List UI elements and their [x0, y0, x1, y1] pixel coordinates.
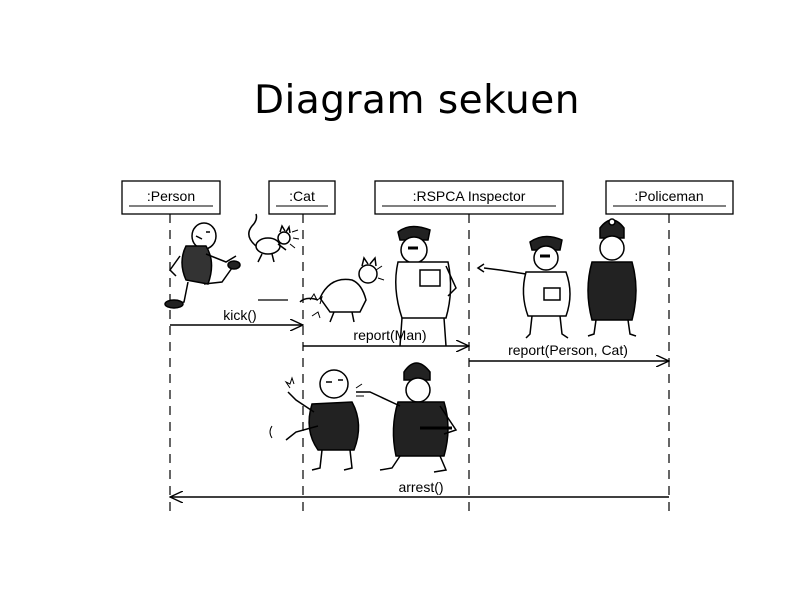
message-kick: kick() — [170, 307, 303, 325]
message-label-report-man: report(Man) — [353, 327, 426, 343]
man-kicking-cat-illustration — [164, 213, 300, 309]
participant-inspector: :RSPCA Inspector — [374, 180, 564, 215]
participant-policeman: :Policeman — [605, 180, 734, 215]
inspector-pointing-illustration — [476, 218, 637, 339]
slide-title: Diagram sekuen — [254, 78, 580, 123]
participant-label-inspector: :RSPCA Inspector — [413, 188, 526, 204]
message-label-kick: kick() — [223, 307, 256, 323]
message-arrest: arrest() — [170, 479, 669, 497]
message-report-person-cat: report(Person, Cat) — [469, 342, 669, 361]
policeman-arresting-man-illustration — [269, 362, 458, 473]
participant-person: :Person — [121, 180, 221, 215]
participant-label-person: :Person — [147, 188, 195, 204]
message-report-man: report(Man) — [303, 327, 469, 346]
message-label-report-person-cat: report(Person, Cat) — [508, 342, 628, 358]
cat-reporting-illustration — [299, 225, 457, 347]
message-label-arrest: arrest() — [398, 479, 443, 495]
participant-cat: :Cat — [268, 180, 336, 215]
participant-label-policeman: :Policeman — [634, 188, 703, 204]
participant-label-cat: :Cat — [289, 188, 315, 204]
